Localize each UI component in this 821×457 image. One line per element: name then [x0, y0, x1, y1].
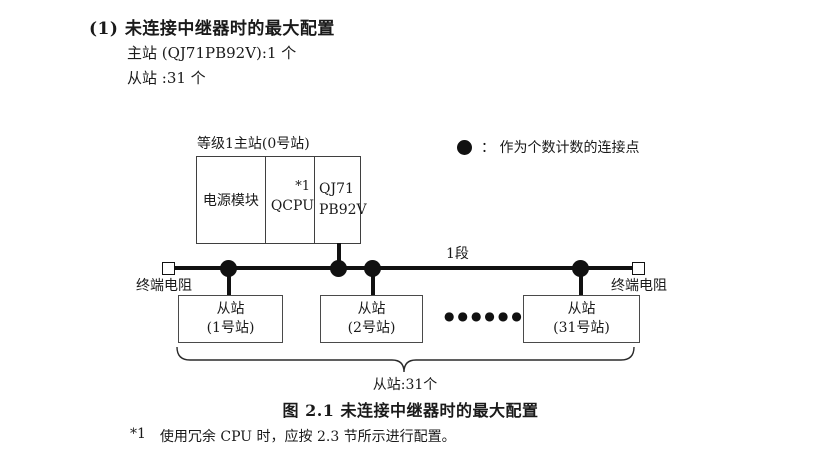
slave2-drop-line	[371, 268, 375, 295]
slave31-number: (31号站)	[553, 320, 610, 336]
footnote-text: 使用冗余 CPU 时，应按 2.3 节所示进行配置。	[159, 429, 456, 445]
slave1-drop-line	[227, 268, 231, 295]
slave-station-31-box: 从站 (31号站)	[523, 295, 640, 343]
cpu-footnote-ref: *1	[295, 179, 310, 194]
terminator-right-icon	[632, 262, 645, 275]
bus-line	[175, 266, 632, 270]
terminator-left-label: 终端电阻	[136, 278, 192, 294]
brace-shape	[176, 346, 635, 373]
figure-caption: 图 2.1 未连接中继器时的最大配置	[282, 401, 539, 420]
legend: ： 作为个数计数的连接点	[457, 137, 639, 157]
terminator-left-icon	[162, 262, 175, 275]
master-station-label: 等级1主站(0号站)	[197, 136, 310, 152]
footnote: *1 使用冗余 CPU 时，应按 2.3 节所示进行配置。	[130, 426, 456, 446]
slave1-label: 从站	[216, 301, 245, 317]
slave31-drop-line	[579, 268, 583, 295]
connection-dot-slave2	[364, 260, 381, 277]
slave31-label: 从站	[567, 301, 596, 317]
power-module-cell: 电源模块	[202, 193, 259, 209]
terminator-right-label: 终端电阻	[611, 278, 667, 294]
slave2-label: 从站	[357, 301, 386, 317]
master-station-box: 电源模块 *1 QCPU QJ71 PB92V	[196, 156, 367, 244]
connection-point-icon	[457, 139, 472, 155]
connection-dot-slave1	[220, 260, 237, 277]
pb92v-line1: QJ71	[319, 181, 354, 197]
continuation-dots: ●●●●●●	[444, 309, 525, 323]
cpu-cell: *1 QCPU	[264, 157, 314, 243]
segment-label: 1段	[446, 246, 469, 262]
slave1-number: (1号站)	[206, 320, 255, 336]
connection-dot-master	[330, 260, 347, 277]
slave-station-2-box: 从站 (2号站)	[320, 295, 423, 343]
brace-label: 从站:31个	[372, 377, 438, 393]
legend-text: ： 作为个数计数的连接点	[481, 140, 640, 156]
slave-station-1-box: 从站 (1号站)	[178, 295, 283, 343]
pb92v-line2: PB92V	[319, 202, 367, 218]
cpu-label: QCPU	[270, 198, 314, 214]
footnote-marker: *1	[130, 426, 146, 442]
slave2-number: (2号站)	[347, 320, 396, 336]
master-count-line: 主站 (QJ71PB92V):1 个	[127, 44, 297, 62]
slave-count-line: 从站 :31 个	[127, 69, 206, 87]
connection-dot-slave31	[572, 260, 589, 277]
section-title: (1) 未连接中继器时的最大配置	[89, 19, 335, 39]
pb92v-cell: QJ71 PB92V	[314, 157, 367, 243]
master-drop-line	[337, 243, 341, 268]
